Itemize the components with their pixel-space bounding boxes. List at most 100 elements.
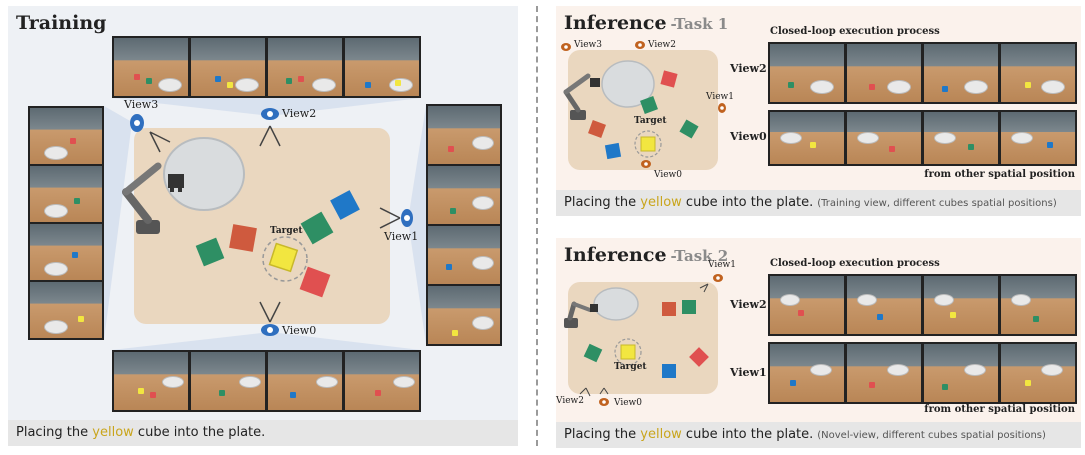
eye-icon: [599, 398, 609, 406]
camera-frame: [28, 280, 104, 340]
view3-label: View3: [124, 98, 159, 111]
camera-frame: [189, 36, 267, 98]
camera-frame: [343, 350, 421, 412]
camera-frame: [112, 350, 190, 412]
red-cube: [299, 266, 331, 298]
camera-frame: [845, 274, 923, 336]
inference1-caption: Placing the yellow cube into the plate.(…: [556, 190, 1081, 216]
inference-task2-panel: Inference-Task 2 View1 View2 View0 Targe…: [556, 238, 1081, 448]
caption-text: Placing the: [564, 195, 641, 210]
camera-frame: [999, 342, 1077, 404]
robot-arm: [564, 301, 598, 328]
green-cube: [583, 343, 603, 363]
view0-label: View0: [654, 170, 682, 180]
view1-camera-glyph: [699, 283, 709, 293]
eye-icon: [130, 114, 144, 132]
orange-cube: [229, 224, 257, 252]
camera-frame: [28, 106, 104, 166]
camera-frame: [28, 222, 104, 282]
title-text: Inference: [564, 244, 667, 266]
caption-text: Placing the: [16, 425, 93, 440]
view1-camera-glyph: [379, 207, 401, 229]
inference1-title: Inference-Task 1: [564, 12, 728, 34]
title-subtitle: -Task 1: [670, 15, 729, 33]
yellow-cube: [268, 242, 299, 273]
view0-camera-glyph: [599, 387, 609, 395]
blue-cube: [330, 190, 360, 220]
row-label: View1: [730, 366, 767, 379]
caption-text: cube into the plate.: [681, 195, 814, 210]
yellow-cube: [640, 136, 656, 152]
camera-frame: [266, 36, 344, 98]
footer-note: from other spatial position: [924, 169, 1075, 180]
camera-frame: [845, 110, 923, 166]
caption-highlight: yellow: [640, 427, 682, 442]
camera-frame: [845, 42, 923, 104]
caption-note: (Training view, different cubes spatial …: [817, 198, 1057, 209]
target-label: Target: [614, 362, 647, 372]
caption-note: (Novel-view, different cubes spatial pos…: [817, 430, 1046, 441]
view0-label: View0: [614, 398, 642, 408]
green-cube: [640, 96, 658, 114]
view3-fov-fan: [104, 106, 132, 340]
camera-frame: [343, 36, 421, 98]
plate: [593, 287, 639, 321]
task2-scene: [564, 274, 723, 406]
view0-label: View0: [282, 324, 317, 337]
view2-label: View2: [556, 396, 584, 406]
training-panel: Training: [8, 6, 518, 446]
red-cube: [689, 347, 709, 367]
camera-frame: [999, 274, 1077, 336]
eye-icon: [635, 41, 645, 49]
target-ring: [634, 130, 662, 158]
training-title: Training: [16, 12, 107, 34]
caption-text: Placing the: [564, 427, 641, 442]
green-cube: [195, 237, 225, 267]
row-label: View2: [730, 298, 767, 311]
camera-frame: [426, 284, 502, 346]
red-cube: [660, 70, 678, 88]
plate: [163, 137, 245, 211]
green-cube: [300, 211, 334, 245]
footer-note: from other spatial position: [924, 404, 1075, 415]
view2-camera-glyph: [579, 387, 591, 397]
target-label: Target: [634, 116, 667, 126]
eye-icon: [713, 274, 723, 282]
green-cube: [679, 119, 699, 139]
blue-cube: [604, 142, 622, 160]
camera-frame: [768, 42, 846, 104]
title-text: Inference: [564, 12, 667, 34]
robot-arm: [122, 162, 184, 234]
view1-label: View1: [708, 260, 736, 270]
eye-icon: [641, 160, 651, 168]
blue-cube: [662, 364, 676, 378]
row-label: View0: [730, 130, 767, 143]
target-ring: [614, 338, 642, 366]
view2-fov-fan: [112, 98, 421, 116]
camera-frame: [845, 342, 923, 404]
inference2-caption: Placing the yellow cube into the plate.(…: [556, 422, 1081, 448]
process-title: Closed-loop execution process: [770, 258, 940, 269]
camera-frame: [999, 42, 1077, 104]
camera-frame: [768, 342, 846, 404]
camera-frame: [922, 42, 1000, 104]
eye-icon: [718, 103, 726, 113]
view1-fov-fan: [408, 106, 426, 344]
row-label: View2: [730, 62, 767, 75]
plate: [601, 60, 655, 108]
training-scene: [104, 98, 426, 350]
camera-frame: [922, 110, 1000, 166]
caption-text: cube into the plate.: [681, 427, 814, 442]
view2-label: View2: [648, 40, 676, 50]
yellow-cube: [620, 344, 636, 360]
caption-text: cube into the plate.: [133, 425, 266, 440]
view2-label: View2: [282, 107, 317, 120]
camera-frame: [999, 110, 1077, 166]
camera-frame: [426, 164, 502, 226]
title-subtitle: -Task 2: [670, 247, 729, 265]
robot-arm: [563, 73, 600, 120]
eye-icon: [261, 324, 279, 336]
camera-frame: [768, 274, 846, 336]
orange-cube: [662, 302, 676, 316]
caption-highlight: yellow: [640, 195, 682, 210]
